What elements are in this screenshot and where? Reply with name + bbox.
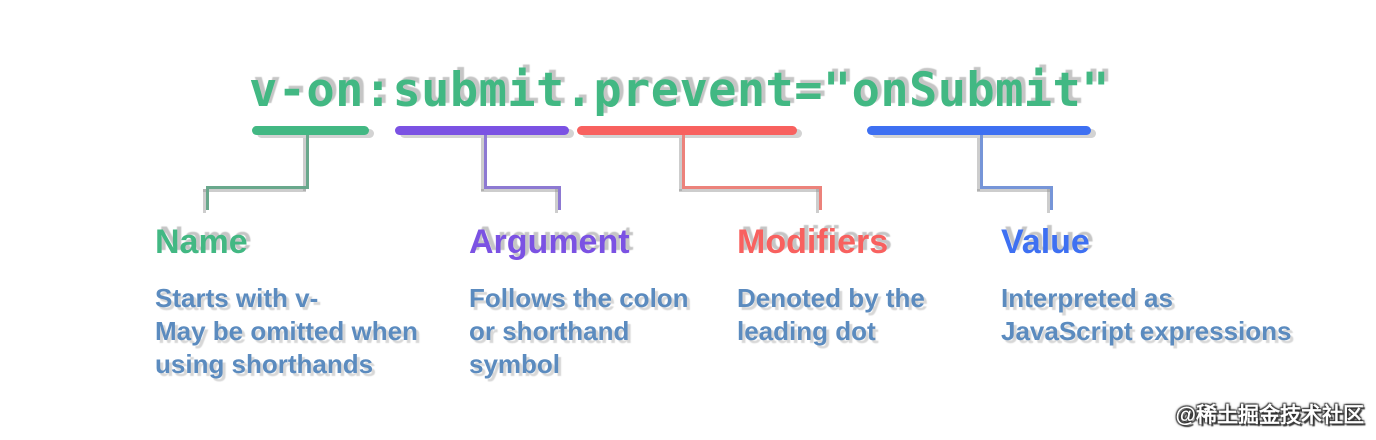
connector-argument-stub [558, 186, 561, 210]
watermark: @稀土掘金技术社区 [1175, 404, 1364, 427]
label-value: Value [1001, 223, 1090, 261]
description-line: Starts with v- [155, 283, 319, 313]
label-argument: Argument [469, 223, 630, 261]
underline-bar-modifiers [577, 126, 797, 135]
annotation-argument: Argument Follows the colon or shorthand … [469, 224, 779, 381]
connector-name-vertical [306, 135, 309, 188]
annotation-modifiers: Modifiers Denoted by the leading dot [737, 224, 1047, 348]
label-name: Name [155, 223, 248, 261]
connector-argument-vertical [484, 135, 487, 188]
description-line: May be omitted when [155, 316, 418, 346]
code-expression: v-on:submit.prevent="onSubmit" [249, 63, 1110, 118]
description-line: Interpreted as [1001, 283, 1173, 313]
connector-name-stub [206, 186, 209, 210]
description-modifiers: Denoted by the leading dot [737, 282, 1047, 348]
connector-value-vertical [980, 135, 983, 188]
annotation-name: Name Starts with v- May be omitted when … [155, 224, 465, 381]
underline-bar-name [252, 126, 369, 135]
description-line: leading dot [737, 316, 876, 346]
description-line: symbol [469, 349, 561, 379]
underline-bar-value [867, 126, 1091, 135]
underline-bar-argument [395, 126, 569, 135]
connector-modifiers-horizontal [682, 186, 822, 189]
connector-value-horizontal [980, 186, 1053, 189]
description-line: JavaScript expressions [1001, 316, 1292, 346]
description-line: using shorthands [155, 349, 374, 379]
label-modifiers: Modifiers [737, 223, 889, 261]
description-value: Interpreted as JavaScript expressions [1001, 282, 1331, 348]
description-argument: Follows the colon or shorthand symbol [469, 282, 779, 381]
connector-name-horizontal [206, 186, 309, 189]
description-line: or shorthand [469, 316, 630, 346]
description-line: Denoted by the [737, 283, 925, 313]
connector-value-stub [1050, 186, 1053, 210]
description-line: Follows the colon [469, 283, 689, 313]
connector-modifiers-vertical [682, 135, 685, 188]
connector-modifiers-stub [819, 186, 822, 210]
connector-argument-horizontal [484, 186, 561, 189]
annotation-value: Value Interpreted as JavaScript expressi… [1001, 224, 1331, 348]
description-name: Starts with v- May be omitted when using… [155, 282, 465, 381]
